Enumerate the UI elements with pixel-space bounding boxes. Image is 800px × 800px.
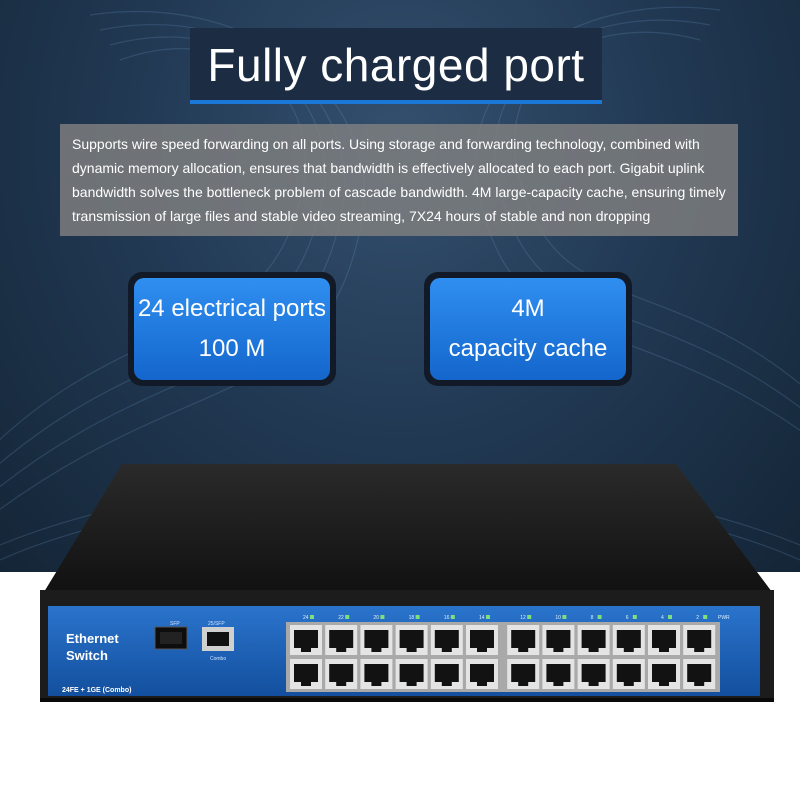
feature-card-cache: 4M capacity cache (424, 272, 632, 386)
port-number-label: 18 (409, 615, 415, 621)
port-number-label: 22 (338, 615, 344, 621)
rj45-port (648, 659, 680, 689)
status-led (415, 615, 420, 619)
page-title: Fully charged port (207, 39, 585, 91)
status-led (562, 615, 567, 619)
rj45-port (577, 625, 610, 655)
status-led (668, 615, 672, 619)
status-led (703, 615, 708, 619)
rj45-port (466, 625, 498, 655)
ethernet-switch-device: Ethernet Switch 24FE + 1GE (Combo) SFP 2… (40, 464, 774, 702)
rj45-port (683, 625, 716, 655)
feature-ports-line1: 24 electrical ports (137, 295, 327, 322)
rj45-port (395, 659, 428, 689)
rj45-port (360, 625, 393, 655)
rj45-port (577, 659, 610, 689)
title-banner: Fully charged port (190, 28, 602, 102)
rj45-port (395, 625, 428, 655)
status-led (527, 615, 532, 619)
rj45-port (290, 659, 322, 689)
feature-card-ports: 24 electrical ports 100 M (128, 272, 336, 386)
switch-bottom-edge (40, 698, 774, 702)
status-led (310, 615, 314, 619)
port-block (286, 622, 720, 692)
uplink-port-socket (207, 632, 229, 646)
rj45-port (325, 625, 358, 655)
port-number-label: 4 (661, 615, 664, 621)
rj45-port (290, 625, 322, 655)
rj45-port (430, 659, 463, 689)
rj45-port (507, 625, 540, 655)
status-led (380, 615, 385, 619)
port-number-label: 10 (555, 615, 561, 621)
rj45-port (430, 625, 463, 655)
status-led (450, 615, 455, 619)
port-number-label: 8 (591, 615, 594, 621)
rj45-port (507, 659, 540, 689)
port-number-label: 2 (696, 615, 699, 621)
sfp-slot-inner (160, 632, 182, 644)
status-led (632, 615, 637, 619)
pwr-label: PWR (718, 615, 730, 621)
port-number-label: 12 (520, 615, 526, 621)
rj45-port (648, 625, 680, 655)
sfp-label: SFP (170, 621, 180, 627)
rj45-port (542, 659, 575, 689)
model-label: 24FE + 1GE (Combo) (62, 687, 131, 694)
feature-ports-line2: 100 M (198, 335, 266, 362)
status-led (486, 615, 490, 619)
status-led (597, 615, 602, 619)
rj45-port (683, 659, 716, 689)
status-led (345, 615, 350, 619)
uplink-label: 25/SFP (208, 621, 225, 627)
feature-cache-line1: 4M (511, 295, 545, 322)
title-underline (190, 100, 602, 104)
brand-label-line1: Ethernet (66, 631, 119, 646)
port-number-label: 14 (479, 615, 485, 621)
combo-label: Combo (210, 656, 226, 662)
rj45-port (612, 625, 645, 655)
description-text: Supports wire speed forwarding on all po… (72, 136, 726, 224)
rj45-port (360, 659, 393, 689)
port-number-label: 24 (303, 615, 309, 621)
rj45-port (466, 659, 498, 689)
feature-cache-line2: capacity cache (448, 335, 608, 362)
switch-top-cover (44, 464, 772, 592)
brand-label-line2: Switch (66, 648, 108, 663)
port-number-label: 20 (373, 615, 379, 621)
description-panel: Supports wire speed forwarding on all po… (60, 124, 738, 236)
rj45-port (542, 625, 575, 655)
port-number-label: 16 (444, 615, 450, 621)
rj45-port (325, 659, 358, 689)
port-number-label: 6 (626, 615, 629, 621)
rj45-port (612, 659, 645, 689)
